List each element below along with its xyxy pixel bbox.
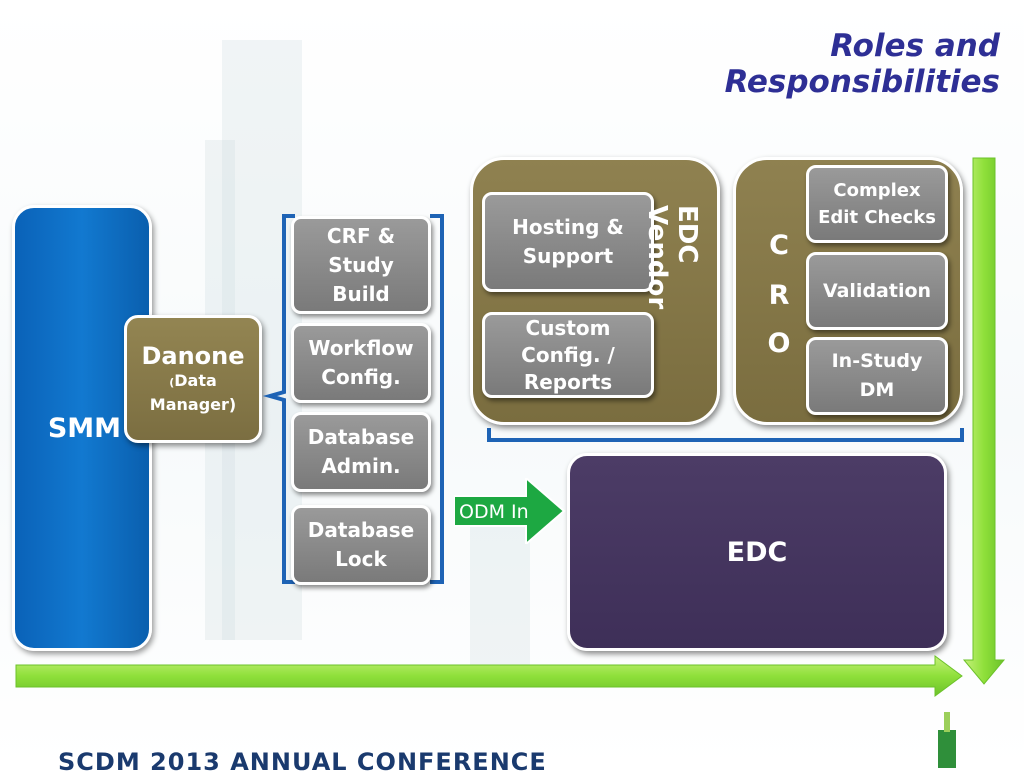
background-tower (470, 520, 530, 680)
vendor-line: Hosting & (512, 215, 624, 239)
task-line: Lock (335, 547, 387, 571)
task-line: Admin. (321, 454, 401, 478)
bracket-right (430, 214, 444, 584)
logo-mark-top (944, 712, 950, 732)
vendor-custom-config: Custom Config. / Reports (482, 312, 654, 398)
edc-label: EDC (726, 536, 788, 568)
task-line: Build (332, 281, 390, 306)
task-line: Workflow (308, 336, 414, 360)
task-line: Config. (321, 365, 401, 389)
edc-box: EDC (567, 453, 947, 651)
cro-complex-edit-checks: Complex Edit Checks (806, 165, 948, 243)
bracket-top-edc (487, 428, 964, 442)
logo-mark (938, 730, 956, 768)
danone-box: Danone (Data Manager) (124, 315, 262, 443)
smm-label: SMM (47, 412, 121, 444)
vendor-line: Custom (525, 315, 611, 340)
cro-letter-c: C (769, 230, 789, 261)
danone-role: (Data (169, 370, 217, 394)
horizontal-timeline-arrow (15, 655, 963, 697)
vendor-hosting-support: Hosting & Support (482, 192, 654, 292)
cro-in-study-dm: In-Study DM (806, 337, 948, 415)
bracket-left (262, 214, 295, 584)
odm-in-label: ODM In (459, 501, 529, 523)
cro-line: DM (859, 379, 895, 401)
danone-role-text: Data (174, 371, 217, 390)
vertical-timeline-arrow (962, 157, 1006, 685)
odm-arrow-shape (454, 478, 566, 544)
task-workflow-config: Workflow Config. (291, 323, 431, 403)
task-database-lock: Database Lock (291, 505, 431, 585)
vendor-line: Config. / (521, 342, 615, 367)
cro-letter-r: R (768, 280, 790, 311)
danone-role-line2: Manager) (149, 395, 237, 414)
vendor-line: Reports (523, 369, 613, 394)
cro-letter-o: O (767, 328, 791, 359)
odm-in-arrow (454, 478, 566, 544)
task-line: Study (328, 252, 394, 277)
task-line: Database (307, 425, 415, 449)
task-database-admin: Database Admin. (291, 412, 431, 492)
task-line: CRF & (326, 223, 396, 248)
cro-line: Validation (822, 279, 932, 302)
page-title: Roles and Responsibilities (724, 28, 1000, 100)
cro-line: Complex (833, 180, 921, 201)
footer-conference: SCDM 2013 ANNUAL CONFERENCE (58, 748, 547, 776)
task-crf-study-build: CRF & Study Build (291, 216, 431, 314)
task-line: Database (307, 518, 415, 542)
cro-line: Edit Checks (818, 207, 936, 228)
cro-line: In-Study (831, 350, 923, 372)
vendor-line: Support (522, 244, 614, 268)
danone-name: Danone (141, 342, 245, 370)
danone-paren: ( (169, 376, 175, 389)
cro-validation: Validation (806, 252, 948, 330)
